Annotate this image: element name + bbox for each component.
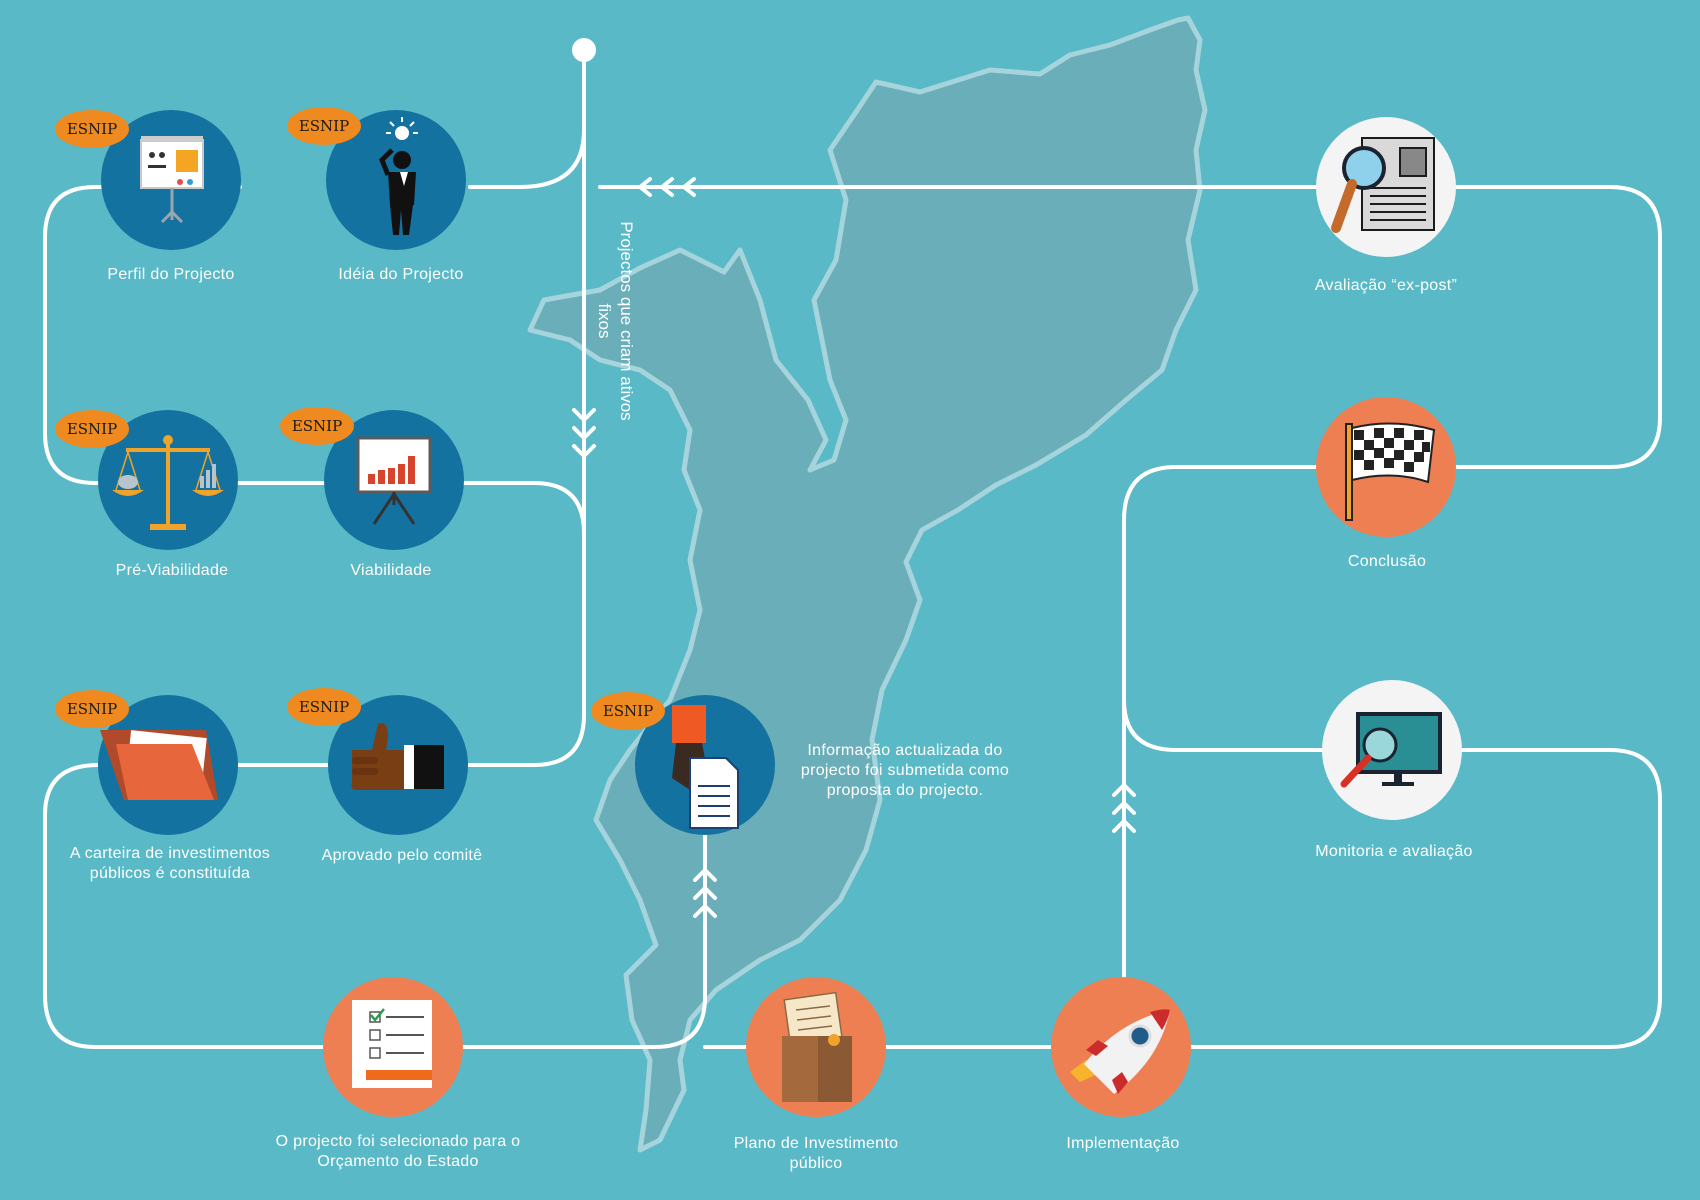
label-plano: Plano de Investimento público — [733, 1135, 899, 1172]
step-submetida — [635, 695, 775, 835]
label-aprovado: Aprovado pelo comitê — [321, 847, 483, 864]
label-implementacao: Implementação — [1066, 1135, 1180, 1152]
label-viabilidade: Viabilidade — [350, 562, 432, 579]
presentation-board-icon — [140, 136, 204, 224]
arrow-down-vertical — [572, 408, 596, 458]
label-ideia: Idéia do Projecto — [338, 266, 464, 283]
conclusion-right-loop — [1454, 185, 1662, 469]
top-branch-curve — [468, 128, 586, 189]
vertical-note-fixed-assets: Projectos que criam ativos fixos — [595, 221, 636, 421]
step-perfil — [101, 110, 241, 250]
esnip-badge-perfil: ESNIP — [55, 110, 129, 148]
step-selecionado — [323, 977, 463, 1117]
implementation-vertical — [1122, 465, 1320, 984]
arrow-left-top — [638, 177, 696, 197]
label-perfil: Perfil do Projecto — [107, 266, 235, 283]
mozambique-map — [527, 15, 1208, 1153]
start-dot — [572, 38, 596, 62]
esnip-badge-carteira: ESNIP — [55, 690, 129, 728]
flow-path — [43, 48, 1662, 1049]
step-ideia — [326, 110, 466, 250]
step-aprovado — [328, 695, 468, 835]
step-monitoria — [1322, 680, 1462, 820]
monitoring-left-link — [1122, 698, 1326, 752]
arrows — [572, 177, 1136, 918]
middle-right-curve — [460, 481, 586, 535]
esnip-badge-previabilidade: ESNIP — [55, 410, 129, 448]
esnip-badge-submetida: ESNIP — [591, 692, 665, 730]
esnip-badge-ideia: ESNIP — [287, 107, 361, 145]
monitor-magnifier-icon — [1340, 712, 1442, 788]
step-plano — [746, 977, 886, 1117]
left-bottom-loop — [43, 763, 328, 1049]
bottom-horizontal-left — [458, 828, 707, 1049]
bottom-far-right — [1186, 748, 1662, 1049]
main-vertical-line — [233, 48, 586, 767]
top-left-loop — [43, 185, 242, 485]
step-implementacao — [1051, 977, 1191, 1117]
label-monitoria: Monitoria e avaliação — [1315, 843, 1473, 860]
balance-scale-icon — [112, 435, 224, 530]
label-selecionado: O projecto foi selecionado para o Orçame… — [275, 1133, 521, 1170]
rocket-icon — [1070, 1009, 1170, 1094]
label-submetida: Informação actualizada do projecto foi s… — [800, 742, 1010, 799]
magnifier-document-icon — [1331, 137, 1435, 233]
step-carteira — [98, 695, 238, 835]
esnip-badge-aprovado: ESNIP — [287, 688, 361, 726]
hand-document-icon — [672, 705, 739, 829]
arrow-up-implementation — [1112, 783, 1136, 833]
checklist-icon — [352, 1000, 432, 1088]
esnip-badge-viabilidade: ESNIP — [280, 407, 354, 445]
label-carteira: A carteira de investimentos públicos é c… — [69, 845, 271, 882]
checkered-flag-icon — [1345, 422, 1436, 521]
label-conclusao: Conclusão — [1347, 553, 1427, 570]
document-box-icon — [782, 991, 852, 1102]
step-conclusao — [1316, 397, 1456, 537]
step-viabilidade — [324, 410, 464, 550]
thumbs-up-icon — [351, 723, 444, 790]
thinking-man-lightbulb-icon — [379, 117, 418, 235]
arrow-up-submission — [693, 868, 717, 918]
label-expost: Avaliação “ex-post” — [1314, 277, 1458, 294]
folder-icon — [100, 730, 218, 800]
bar-chart-easel-icon — [356, 436, 432, 525]
label-previabilidade: Pré-Viabilidade — [115, 562, 229, 579]
step-previabilidade — [98, 410, 238, 550]
step-expost — [1316, 117, 1456, 257]
